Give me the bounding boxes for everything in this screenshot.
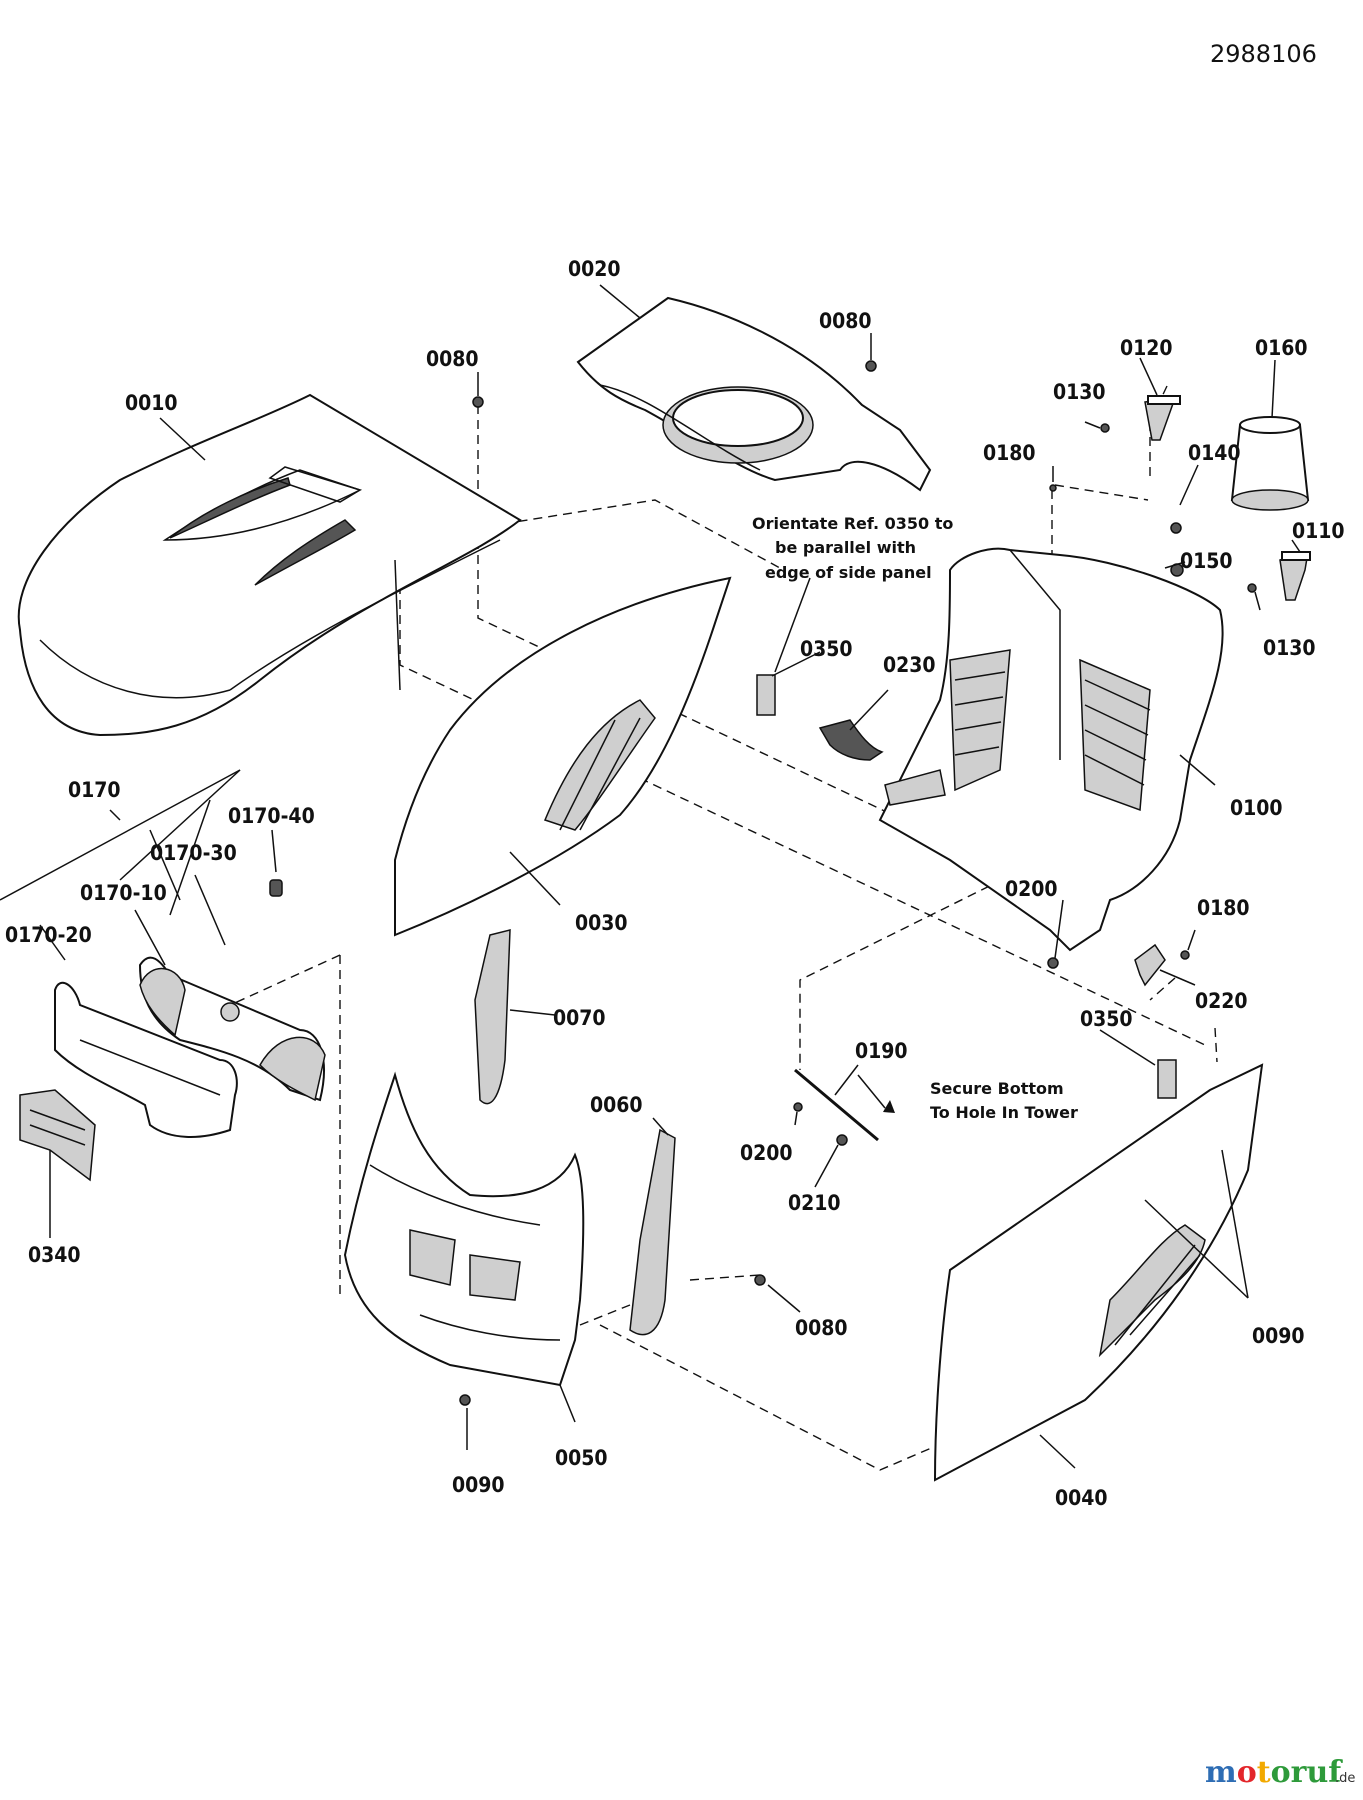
label-0060: 0060 xyxy=(590,1093,643,1117)
secure-note: Secure Bottom To Hole In Tower xyxy=(930,1079,1078,1122)
label-0170-40: 0170-40 xyxy=(228,804,315,828)
label-0170-30: 0170-30 xyxy=(150,841,237,865)
svg-text:Orientate Ref. 0350 to: Orientate Ref. 0350 to xyxy=(752,514,953,533)
label-0190: 0190 xyxy=(855,1039,908,1063)
bracket-part-0070 xyxy=(474,929,511,1105)
label-0230: 0230 xyxy=(883,653,936,677)
document-number: 2988106 xyxy=(1210,40,1317,68)
svg-text:be parallel with: be parallel with xyxy=(775,538,916,557)
label-0070: 0070 xyxy=(553,1006,606,1030)
side-panel-part-0040 xyxy=(933,1063,1264,1482)
side-panel-part-0030 xyxy=(394,576,732,937)
knob-part-0110 xyxy=(1279,550,1311,601)
svg-text:Secure Bottom: Secure Bottom xyxy=(930,1079,1064,1098)
label-0130-right: 0130 xyxy=(1263,636,1316,660)
label-0170: 0170 xyxy=(68,778,121,802)
label-0170-10: 0170-10 xyxy=(80,881,167,905)
motoruf-watermark: motoruf .de xyxy=(1205,1755,1355,1790)
tower-part-0100 xyxy=(878,547,1224,952)
label-0090-right: 0090 xyxy=(1252,1324,1305,1348)
label-0160: 0160 xyxy=(1255,336,1308,360)
label-0120: 0120 xyxy=(1120,336,1173,360)
label-0100: 0100 xyxy=(1230,796,1283,820)
label-0050: 0050 xyxy=(555,1446,608,1470)
label-0110: 0110 xyxy=(1292,519,1345,543)
grille-part-0340 xyxy=(19,1089,96,1182)
pad-part-0350-top xyxy=(756,674,776,716)
dash-panel-part-0020 xyxy=(576,296,932,492)
bracket-part-0060 xyxy=(629,1128,676,1336)
label-0220: 0220 xyxy=(1195,989,1248,1013)
arrow-head-secure xyxy=(883,1100,895,1113)
pad-part-0350-bottom xyxy=(1157,1059,1177,1099)
part-labels: 0010 0020 0080 0080 0120 0160 0130 0140 … xyxy=(5,257,1345,1510)
hood-part-0010 xyxy=(17,393,522,737)
rod-part-0190 xyxy=(794,1068,879,1142)
label-0090-bottom: 0090 xyxy=(452,1473,505,1497)
air-cup-part-0160 xyxy=(1230,416,1310,511)
knob-part-0120 xyxy=(1144,395,1181,441)
label-0210: 0210 xyxy=(788,1191,841,1215)
label-0080-dash: 0080 xyxy=(819,309,872,333)
label-0130-top: 0130 xyxy=(1053,380,1106,404)
label-0150: 0150 xyxy=(1180,549,1233,573)
label-0020: 0020 xyxy=(568,257,621,281)
label-0030: 0030 xyxy=(575,911,628,935)
watermark-suffix: .de xyxy=(1335,1771,1355,1786)
light-bar-part-0170 xyxy=(138,879,326,1102)
label-0350-right: 0350 xyxy=(1080,1007,1133,1031)
label-0200-bottom: 0200 xyxy=(740,1141,793,1165)
label-0180-right: 0180 xyxy=(1197,896,1250,920)
clip-part-0230 xyxy=(818,719,884,761)
label-0180-top: 0180 xyxy=(983,441,1036,465)
bumper-part-0170-20 xyxy=(54,981,238,1138)
label-0040: 0040 xyxy=(1055,1486,1108,1510)
front-grille-part-0050 xyxy=(343,1071,585,1387)
label-0140: 0140 xyxy=(1188,441,1241,465)
svg-text:To Hole In Tower: To Hole In Tower xyxy=(930,1103,1078,1122)
label-0170-20: 0170-20 xyxy=(5,923,92,947)
svg-text:edge of side panel: edge of side panel xyxy=(765,563,932,582)
label-0080-bottom: 0080 xyxy=(795,1316,848,1340)
leader-lines xyxy=(0,284,1301,1469)
orientation-note: Orientate Ref. 0350 to be parallel with … xyxy=(752,514,953,582)
label-0350-top: 0350 xyxy=(800,637,853,661)
svg-text:motoruf: motoruf xyxy=(1205,1755,1343,1790)
label-0010: 0010 xyxy=(125,391,178,415)
label-0080-top: 0080 xyxy=(426,347,479,371)
bracket-part-0220 xyxy=(1134,943,1166,987)
label-0340: 0340 xyxy=(28,1243,81,1267)
label-0200-top: 0200 xyxy=(1005,877,1058,901)
